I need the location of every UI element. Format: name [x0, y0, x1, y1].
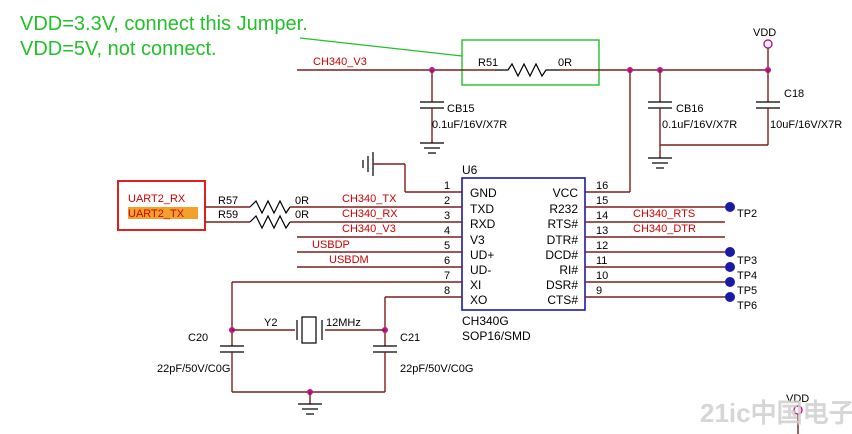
net-usbdp: USBDP — [312, 239, 350, 251]
pin-name: CTS# — [547, 293, 578, 307]
net-ch340-v3: CH340_V3 — [313, 56, 367, 68]
c21-value: 22pF/50V/C0G — [400, 363, 473, 375]
tp6-label: TP6 — [737, 300, 757, 312]
ic-part: CH340G — [462, 314, 509, 328]
y2-value: 12MHz — [326, 317, 361, 329]
net-ch340-dtr: CH340_DTR — [633, 223, 696, 235]
pin-name: XI — [470, 278, 481, 292]
r57-value: 0R — [295, 195, 309, 207]
pin-number: 2 — [444, 195, 450, 207]
vdd-top-label: VDD — [753, 27, 776, 39]
net-usbdm: USBDM — [329, 254, 369, 266]
pin-number: 4 — [444, 225, 450, 237]
tp2-label: TP2 — [737, 208, 757, 220]
pin-number: 12 — [596, 240, 608, 252]
pin-name: XO — [470, 293, 487, 307]
note-leader — [299, 37, 463, 57]
jumper-note-line2: VDD=5V, not connect. — [20, 38, 217, 60]
net-ch340-rts: CH340_RTS — [633, 208, 695, 220]
r51-ref: R51 — [478, 57, 498, 69]
pin-number: 10 — [596, 270, 608, 282]
testpoint-icon — [725, 247, 735, 257]
pin-number: 1 — [444, 180, 450, 192]
watermark: 21ic中国电子网 — [700, 398, 852, 428]
pin-number: 7 — [444, 270, 450, 282]
pin-number: 6 — [444, 255, 450, 267]
c21-ref: C21 — [400, 332, 420, 344]
y2-ref: Y2 — [264, 317, 277, 329]
pin-number: 14 — [596, 210, 608, 222]
pin-name: R232 — [549, 202, 578, 216]
pin-name: GND — [470, 186, 497, 200]
pin-number: 5 — [444, 240, 450, 252]
r59-value: 0R — [295, 209, 309, 221]
uart2-tx-highlight — [128, 207, 198, 219]
net-uart2-tx: UART2_TX — [128, 208, 185, 220]
ground-icon — [648, 157, 672, 169]
ic-package: SOP16/SMD — [462, 329, 531, 343]
testpoint-icon — [725, 277, 735, 287]
y2-crystal — [296, 316, 323, 344]
c20-ref: C20 — [188, 332, 208, 344]
pin-number: 9 — [596, 285, 602, 297]
pin-name: RI# — [559, 263, 578, 277]
cb15-value: 0.1uF/16V/X7R — [432, 119, 507, 131]
net-ch340-v3-b: CH340_V3 — [342, 223, 396, 235]
c18-ref: C18 — [784, 88, 804, 100]
r51-value: 0R — [558, 57, 572, 69]
pin-number: 16 — [596, 180, 608, 192]
pin-name: UD+ — [470, 248, 494, 262]
tp5-label: TP5 — [737, 285, 757, 297]
r59-ref: R59 — [218, 209, 238, 221]
r57-ref: R57 — [218, 195, 238, 207]
testpoint-icon — [725, 262, 735, 272]
cb16-ref: CB16 — [676, 103, 704, 115]
jumper-note-line1: VDD=3.3V, connect this Jumper. — [20, 13, 308, 35]
cb16-value: 0.1uF/16V/X7R — [662, 119, 737, 131]
pin-name: DSR# — [546, 278, 578, 292]
pin-name: DTR# — [547, 233, 579, 247]
ic-ref: U6 — [462, 163, 478, 177]
vdd-top-terminal — [763, 39, 773, 49]
c20-value: 22pF/50V/C0G — [157, 363, 230, 375]
pin-name: RTS# — [548, 217, 579, 231]
testpoint-icon — [725, 202, 735, 212]
ground-icon — [362, 152, 374, 176]
ic-body — [461, 177, 586, 311]
tp3-label: TP3 — [737, 255, 757, 267]
pin-name: RXD — [470, 217, 496, 231]
tp4-label: TP4 — [737, 270, 757, 282]
pin-name: VCC — [553, 186, 579, 200]
ground-icon — [420, 142, 444, 154]
pin-name: DCD# — [545, 248, 578, 262]
vdd-bottom-label: VDD — [786, 393, 809, 405]
r51-resistor — [495, 62, 560, 78]
net-uart2-rx: UART2_RX — [128, 193, 186, 205]
pin-number: 3 — [444, 210, 450, 222]
pin-name: V3 — [470, 233, 485, 247]
testpoint-icon — [725, 292, 735, 302]
ground-icon — [298, 403, 322, 415]
net-ch340-rx: CH340_RX — [342, 208, 398, 220]
r59-resistor — [249, 214, 291, 230]
pin-name: UD- — [470, 263, 491, 277]
pin-number: 15 — [596, 195, 608, 207]
net-ch340-tx: CH340_TX — [342, 193, 397, 205]
pin-name: TXD — [470, 202, 494, 216]
jumper-highlight-box — [461, 39, 600, 86]
pin-number: 11 — [596, 255, 607, 267]
cb15-ref: CB15 — [447, 103, 475, 115]
uart-highlight-box — [117, 180, 206, 231]
pin-number: 8 — [444, 285, 450, 297]
r57-resistor — [249, 199, 291, 215]
c18-value: 10uF/16V/X7R — [770, 119, 842, 131]
pin-number: 13 — [596, 225, 608, 237]
